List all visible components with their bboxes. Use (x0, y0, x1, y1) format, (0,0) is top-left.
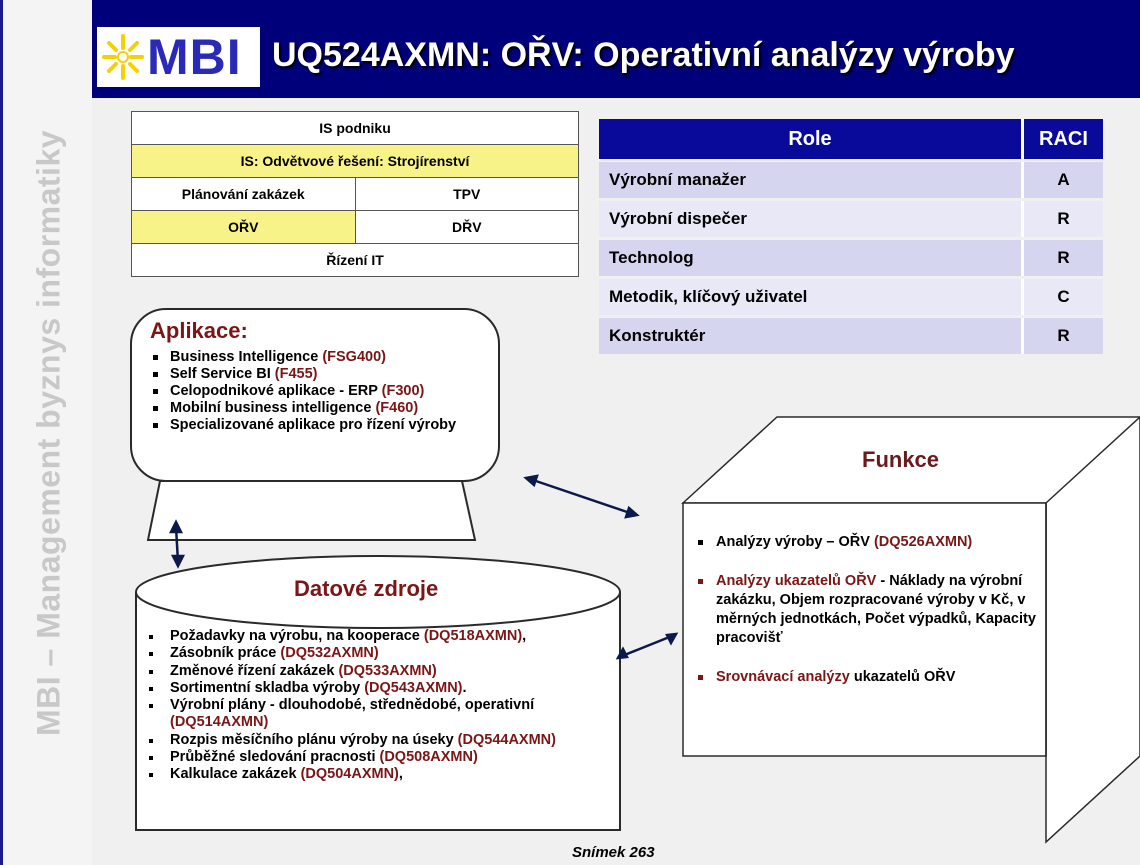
raci-row: Výrobní manažer A (599, 162, 1103, 198)
item-code: (F460) (375, 400, 419, 416)
raci-header-raci: RACI (1021, 119, 1103, 159)
item-code: (FSG400) (322, 349, 386, 365)
list-item: Celopodnikové aplikace - ERP (F300) (150, 383, 490, 400)
item-code: (DQ526AXMN) (873, 534, 973, 550)
data-sources-list: Požadavky na výrobu, na kooperace (DQ518… (146, 628, 626, 784)
is-cell-drv: DŘV (354, 210, 579, 244)
item-text: Self Service BI (170, 366, 275, 382)
cylinder-top (135, 555, 621, 629)
item-code: (DQ543AXMN) (364, 679, 463, 696)
functions-list: Analýzy výroby – OŘV (DQ526AXMN) Analýzy… (696, 533, 1046, 707)
sidebar-band: MBI – Management byznys informatiky (0, 0, 92, 865)
is-cell-orv: OŘV (131, 210, 356, 244)
item-code: (DQ518AXMN) (423, 628, 523, 644)
list-item: Specializované aplikace pro řízení výrob… (150, 417, 490, 434)
item-code: (DQ533AXMN) (338, 662, 437, 679)
monitor-stand (146, 480, 477, 541)
list-item: Business Intelligence (FSG400) (150, 349, 490, 366)
is-cell-rizeni-it: Řízení IT (131, 243, 579, 277)
applications-title: Aplikace: (150, 318, 248, 343)
sun-icon (102, 34, 144, 80)
raci-value: R (1021, 201, 1103, 237)
raci-value: A (1021, 162, 1103, 198)
list-item: Kalkulace zakázek (DQ504AXMN), (146, 766, 626, 783)
is-cell-odvetvove: IS: Odvětvové řešení: Strojírenství (131, 144, 579, 178)
item-code: (DQ514AXMN) (170, 714, 269, 731)
list-item: Průběžné sledování pracnosti (DQ508AXMN) (146, 749, 626, 766)
raci-row: Metodik, klíčový uživatel C (599, 279, 1103, 315)
is-structure-table: IS podniku IS: Odvětvové řešení: Strojír… (131, 111, 579, 277)
raci-role: Technolog (599, 240, 1021, 276)
data-sources-title: Datové zdroje (294, 576, 439, 601)
raci-role: Konstruktér (599, 318, 1021, 354)
item-text-highlight: Srovnávací analýzy (716, 669, 850, 685)
item-text: Business Intelligence (170, 349, 323, 365)
list-item: Požadavky na výrobu, na kooperace (DQ518… (146, 628, 626, 645)
raci-row: Konstruktér R (599, 318, 1103, 354)
item-text: Celopodnikové aplikace - ERP (170, 383, 382, 399)
item-code: (F300) (381, 383, 425, 399)
item-text: Analýzy výroby – OŘV (716, 534, 874, 550)
is-cell-podniku: IS podniku (131, 111, 579, 145)
arrow-app-function (529, 477, 634, 516)
is-cell-planovani: Plánování zakázek (131, 177, 356, 211)
list-item: Sortimentní skladba výroby (DQ543AXMN). (146, 680, 626, 697)
raci-header-role: Role (599, 119, 1021, 159)
list-item: Výrobní plány - dlouhodobé, střednědobé,… (146, 697, 626, 732)
raci-role: Výrobní dispečer (599, 201, 1021, 237)
item-text: Specializované aplikace pro řízení výrob… (170, 417, 457, 433)
list-item: Analýzy ukazatelů OŘV - Náklady na výrob… (696, 572, 1046, 648)
raci-value: C (1021, 279, 1103, 315)
list-item: Mobilní business intelligence (F460) (150, 400, 490, 417)
raci-row: Výrobní dispečer R (599, 201, 1103, 237)
list-item: Srovnávací analýzy ukazatelů OŘV (696, 668, 1046, 687)
item-text-highlight: Analýzy ukazatelů OŘV (716, 573, 877, 589)
item-code: (DQ544AXMN) (457, 731, 556, 748)
item-text: Kalkulace zakázek (170, 766, 301, 783)
item-text: Výrobní plány - dlouhodobé, střednědobé,… (170, 697, 535, 714)
list-item: Analýzy výroby – OŘV (DQ526AXMN) (696, 533, 1046, 552)
item-text: ukazatelů OŘV (849, 669, 956, 685)
functions-title: Funkce (862, 447, 940, 472)
item-text: Změnové řízení zakázek (170, 662, 339, 679)
raci-table: Role RACI Výrobní manažer A Výrobní disp… (599, 116, 1103, 357)
item-text: Zásobník práce (170, 645, 281, 662)
list-item: Zásobník práce (DQ532AXMN) (146, 645, 626, 662)
slide-number: Snímek 263 (572, 844, 655, 861)
page-title: UQ524AXMN: OŘV: Operativní analýzy výrob… (272, 36, 1015, 74)
raci-role: Metodik, klíčový uživatel (599, 279, 1021, 315)
list-item: Rozpis měsíčního plánu výroby na úseky (… (146, 732, 626, 749)
raci-row: Technolog R (599, 240, 1103, 276)
list-item: Self Service BI (F455) (150, 366, 490, 383)
list-item: Změnové řízení zakázek (DQ533AXMN) (146, 663, 626, 680)
cube-front (682, 502, 1047, 757)
arrow-data-function (621, 634, 673, 658)
logo-text: MBI (147, 29, 242, 85)
item-text: Sortimentní skladba výroby (170, 679, 365, 696)
item-code: (DQ508AXMN) (379, 749, 478, 766)
item-text: Průběžné sledování pracnosti (170, 749, 380, 766)
mbi-logo: MBI (97, 27, 260, 87)
item-text: Požadavky na výrobu, na kooperace (170, 628, 424, 644)
item-code: (DQ504AXMN) (300, 766, 399, 783)
item-code: (F455) (274, 366, 318, 382)
item-text: Mobilní business intelligence (170, 400, 376, 416)
item-text: - Náklady na výrobní zakázku, Objem rozp… (716, 573, 1036, 646)
raci-value: R (1021, 318, 1103, 354)
item-suffix: . (462, 679, 467, 696)
raci-role: Výrobní manažer (599, 162, 1021, 198)
item-suffix: , (522, 628, 527, 644)
item-suffix: , (398, 766, 403, 783)
item-text: Rozpis měsíčního plánu výroby na úseky (170, 731, 458, 748)
item-code: (DQ532AXMN) (280, 645, 379, 662)
title-bar (92, 0, 1140, 98)
raci-value: R (1021, 240, 1103, 276)
applications-bubble (130, 308, 500, 482)
cylinder-body (135, 592, 621, 831)
applications-list: Business Intelligence (FSG400) Self Serv… (150, 349, 490, 434)
